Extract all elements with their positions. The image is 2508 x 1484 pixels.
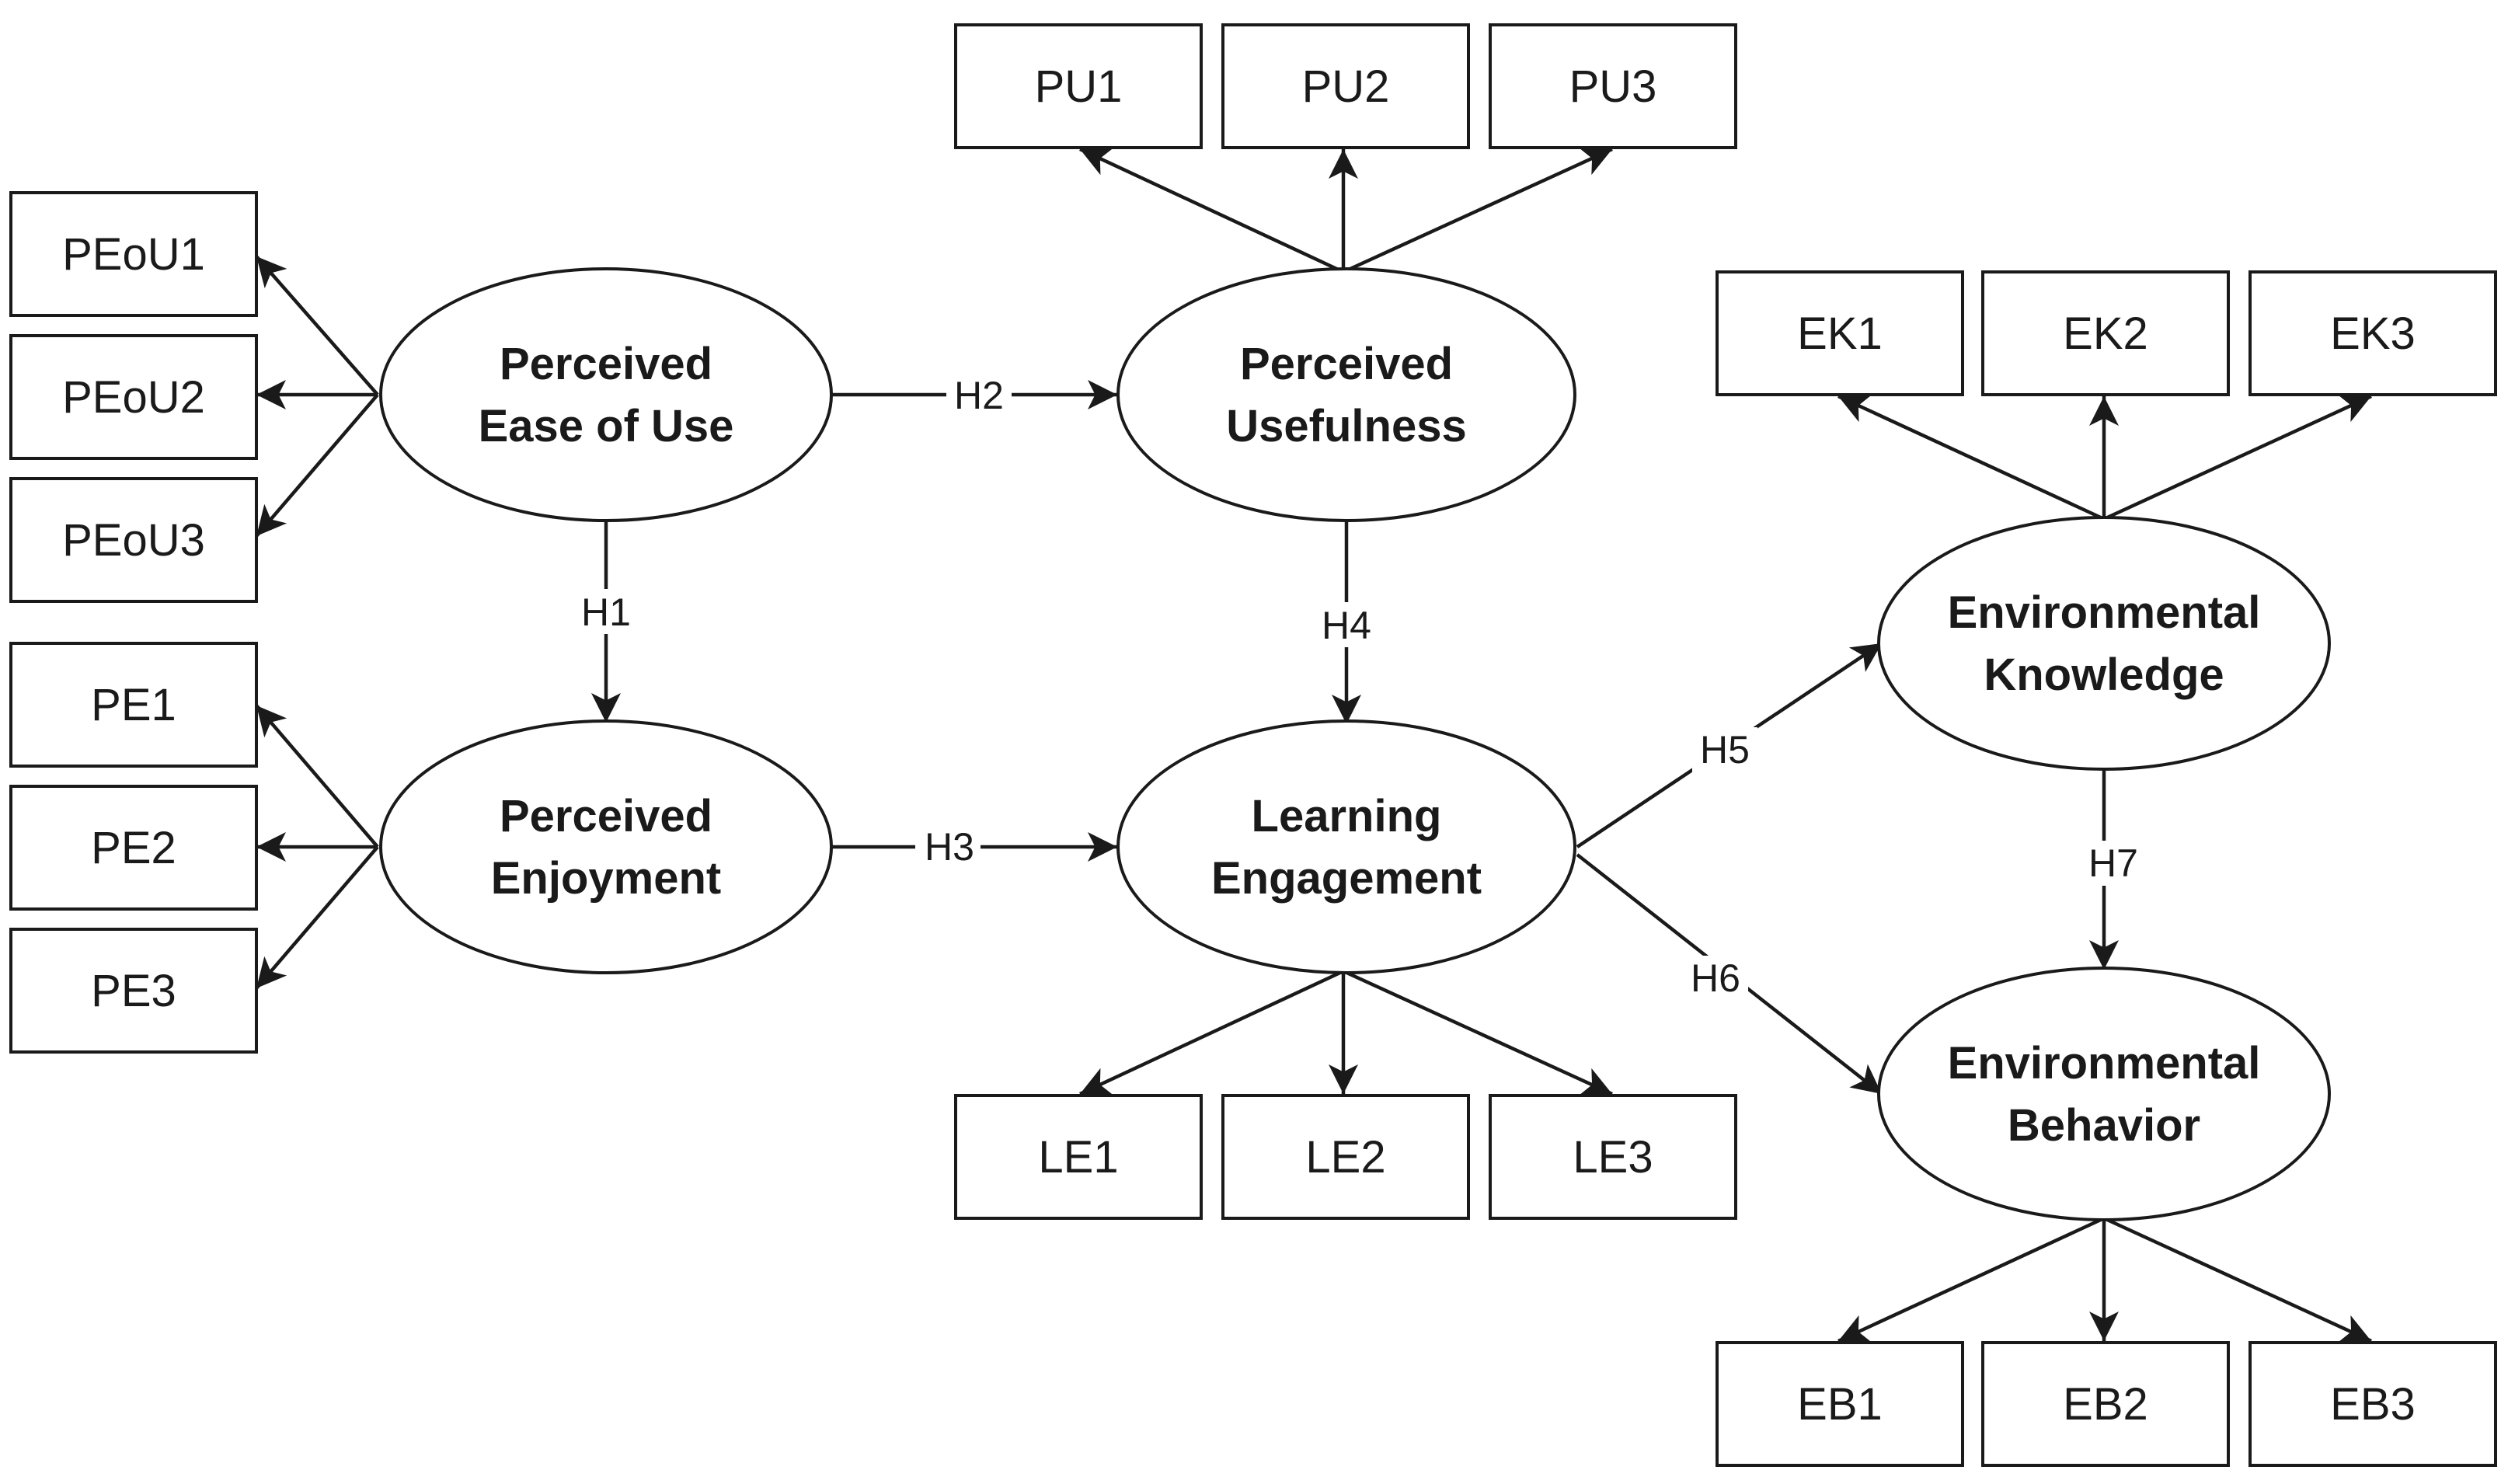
indicator-pu1: PU1 (954, 23, 1203, 149)
indicator-pu3: PU3 (1489, 23, 1737, 149)
label-h4: H4 (1322, 604, 1371, 647)
indicator-eb2-label: EB2 (2063, 1379, 2148, 1430)
indicator-peou3: PEoU3 (9, 477, 258, 603)
indicator-ek2: EK2 (1981, 270, 2230, 396)
construct-le: Learning Engagement (1116, 719, 1576, 974)
label-h1: H1 (581, 590, 631, 634)
construct-pe: Perceived Enjoyment (379, 719, 833, 974)
indicator-peou1: PEoU1 (9, 191, 258, 317)
label-h2: H2 (954, 374, 1004, 417)
indicator-eb2: EB2 (1981, 1341, 2230, 1467)
indicator-le3: LE3 (1489, 1094, 1737, 1220)
construct-le-line1: Learning (1252, 791, 1442, 841)
construct-pu-line1: Perceived (1240, 339, 1453, 389)
indicator-le1: LE1 (954, 1094, 1203, 1220)
construct-peou-line1: Perceived (500, 339, 712, 389)
indicator-ek3-label: EK3 (2330, 308, 2416, 359)
indicator-eb3-label: EB3 (2330, 1379, 2416, 1430)
construct-pu-line2: Usefulness (1226, 401, 1466, 451)
indicator-le2: LE2 (1221, 1094, 1470, 1220)
indicator-le2-label: LE2 (1305, 1132, 1385, 1183)
label-h6: H6 (1691, 956, 1740, 1000)
construct-le-line2: Engagement (1211, 853, 1482, 904)
indicator-eb3: EB3 (2248, 1341, 2497, 1467)
indicator-pe2: PE2 (9, 785, 258, 911)
construct-pu: Perceived Usefulness (1116, 267, 1576, 522)
indicator-pe1: PE1 (9, 642, 258, 768)
label-h3: H3 (925, 825, 974, 869)
construct-eb: Environmental Behavior (1877, 967, 2331, 1221)
construct-eb-line1: Environmental (1948, 1038, 2261, 1089)
indicator-pe3: PE3 (9, 928, 258, 1054)
construct-ek-line1: Environmental (1948, 587, 2261, 638)
indicator-ek1: EK1 (1716, 270, 1964, 396)
indicator-edges (255, 147, 2372, 1343)
indicator-eb1-label: EB1 (1797, 1379, 1883, 1430)
indicator-ek3: EK3 (2248, 270, 2497, 396)
indicator-peou2: PEoU2 (9, 334, 258, 460)
indicator-pu1-label: PU1 (1035, 61, 1123, 112)
indicator-peou3-label: PEoU3 (62, 515, 205, 566)
construct-peou-line2: Ease of Use (479, 401, 734, 451)
indicator-pe2-label: PE2 (91, 823, 176, 873)
indicator-peou1-label: PEoU1 (62, 229, 205, 280)
construct-ek: Environmental Knowledge (1877, 516, 2331, 771)
construct-peou: Perceived Ease of Use (379, 267, 833, 522)
indicator-pu3-label: PU3 (1569, 61, 1657, 112)
indicator-ek1-label: EK1 (1797, 308, 1883, 359)
indicator-le3-label: LE3 (1573, 1132, 1653, 1183)
indicator-pe1-label: PE1 (91, 680, 176, 730)
label-h5: H5 (1700, 728, 1750, 772)
indicator-ek2-label: EK2 (2063, 308, 2148, 359)
label-h7: H7 (2088, 841, 2138, 885)
indicator-le1-label: LE1 (1038, 1132, 1118, 1183)
construct-pe-line1: Perceived (500, 791, 712, 841)
indicator-peou2-label: PEoU2 (62, 372, 205, 423)
construct-eb-line2: Behavior (2008, 1100, 2200, 1151)
hypothesis-labels: H1 H2 H3 H4 H5 H6 H7 (573, 373, 2146, 1001)
indicator-pu2: PU2 (1221, 23, 1470, 149)
indicator-pu2-label: PU2 (1302, 61, 1390, 112)
indicator-eb1: EB1 (1716, 1341, 1964, 1467)
construct-ek-line2: Knowledge (1984, 650, 2224, 700)
construct-pe-line2: Enjoyment (491, 853, 722, 904)
indicator-pe3-label: PE3 (91, 966, 176, 1016)
